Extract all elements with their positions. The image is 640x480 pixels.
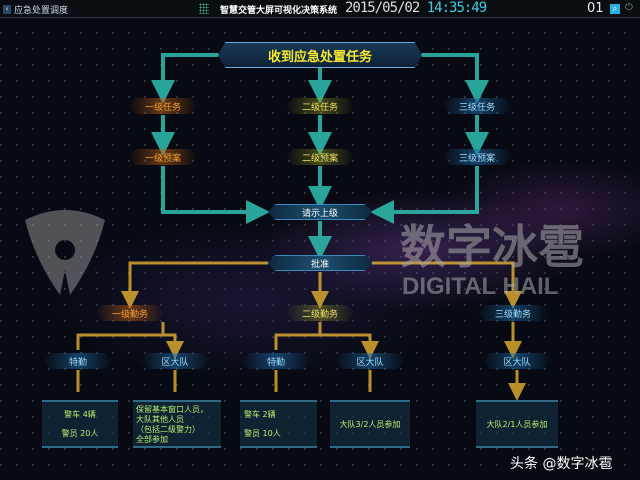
level2-duty-node[interactable]: 二级勤务 <box>285 305 355 321</box>
date: 2015/05/02 <box>345 0 420 16</box>
unit-node[interactable]: 特勤 <box>241 353 311 369</box>
detail-box: 大队3/2人员参加 <box>330 400 410 448</box>
unit-node[interactable]: 特勤 <box>43 353 113 369</box>
detail-line: 大队其他人员 <box>136 414 184 424</box>
page-title: 应急处置调度 <box>14 6 69 16</box>
unit-node[interactable]: 区大队 <box>140 353 210 369</box>
top-bar: ‹ 应急处置调度 智慧交管大屏可视化决策系统 2015/05/02 14:35:… <box>0 0 640 18</box>
detail-box: 警车 4辆 警员 20人 <box>42 400 118 448</box>
request-superior-node[interactable]: 请示上级 <box>268 204 373 220</box>
grid-icon <box>199 3 209 14</box>
approve-node[interactable]: 批准 <box>268 255 373 271</box>
detail-line: 全部参加 <box>136 434 168 444</box>
page-title-area: ‹ 应急处置调度 <box>3 3 68 16</box>
detail-line: 警车 2辆 <box>244 410 276 419</box>
detail-box: 大队2/1人员参加 <box>476 400 558 448</box>
detail-line: 大队2/1人员参加 <box>486 419 548 429</box>
datetime: 2015/05/02 14:35:49 <box>345 0 487 16</box>
level3-task-node[interactable]: 三级任务 <box>442 98 512 114</box>
watermark-en: DIGITAL HAIL <box>402 273 559 300</box>
watermark-logo <box>25 210 105 295</box>
unit-node[interactable]: 区大队 <box>335 353 405 369</box>
level3-duty-node[interactable]: 三级勤务 <box>478 305 548 321</box>
footer-credit: 头条 @数字冰雹 <box>510 456 613 472</box>
power-icon[interactable]: ⏻ <box>625 2 633 13</box>
level1-task-node[interactable]: 一级任务 <box>128 98 198 114</box>
unit-node[interactable]: 区大队 <box>482 353 552 369</box>
watermark-cn: 数字冰雹 <box>400 220 584 274</box>
detail-line: 保留基本窗口人员， <box>136 404 208 414</box>
system-title: 智慧交管大屏可视化决策系统 <box>220 6 338 16</box>
detail-line: 警员 10人 <box>244 429 281 438</box>
root-task-node[interactable]: 收到应急处置任务 <box>218 42 423 68</box>
detail-box: 警车 2辆 警员 10人 <box>240 400 317 448</box>
chevron-left-icon[interactable]: ‹ <box>3 5 11 14</box>
level3-plan-node[interactable]: 三级预案 <box>442 149 512 165</box>
level1-plan-node[interactable]: 一级预案 <box>128 149 198 165</box>
detail-line: 警车 4辆 <box>64 410 96 419</box>
level2-plan-node[interactable]: 二级预案 <box>285 149 355 165</box>
detail-line: （包括二级警力） <box>136 424 200 434</box>
level2-task-node[interactable]: 二级任务 <box>285 98 355 114</box>
time: 14:35:49 <box>426 0 487 16</box>
detail-box: 保留基本窗口人员， 大队其他人员 （包括二级警力） 全部参加 <box>133 400 221 448</box>
detail-line: 大队3/2人员参加 <box>339 419 401 429</box>
screen-number: 01 <box>587 1 604 16</box>
level1-duty-node[interactable]: 一级勤务 <box>95 305 165 321</box>
detail-line: 警员 20人 <box>61 429 99 438</box>
search-icon[interactable]: ⌕ <box>610 4 620 14</box>
